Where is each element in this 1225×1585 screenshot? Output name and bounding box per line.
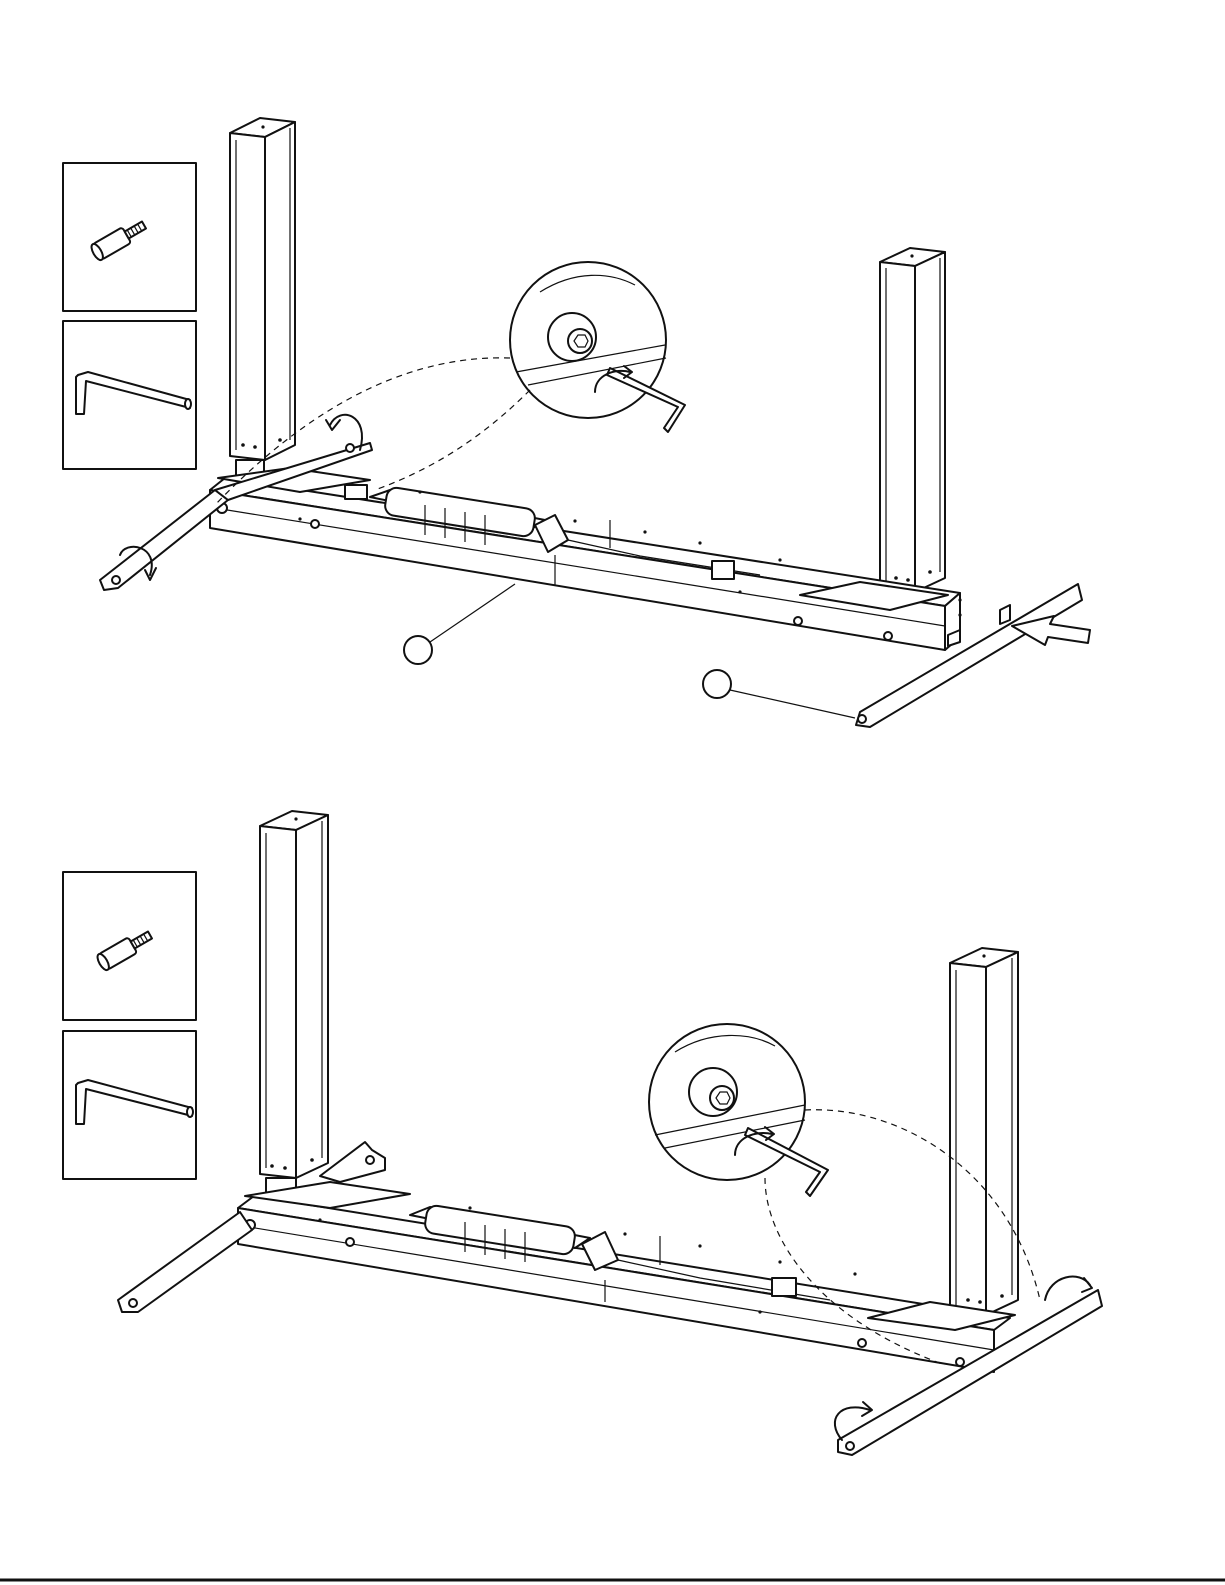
- parts-box-bolt: [63, 872, 196, 1020]
- rotate-arrow-icon: [326, 415, 362, 450]
- hex-key-icon: [607, 368, 685, 432]
- frame-crossbar: [238, 1182, 1015, 1372]
- right-leg-column: [950, 948, 1018, 1330]
- right-leg-column: [880, 248, 945, 607]
- frame-crossbar: [210, 468, 962, 650]
- parts-box-bolt: [63, 163, 196, 311]
- detail-magnifier: [510, 262, 685, 432]
- left-leg-column: [230, 118, 295, 478]
- parts-box-hex-key: [63, 321, 196, 469]
- detail-magnifier: [649, 1024, 828, 1196]
- step-top: [63, 118, 1090, 727]
- hex-key-icon: [76, 372, 191, 414]
- back-left-foot: [320, 1142, 385, 1182]
- hex-key-icon: [745, 1128, 828, 1196]
- step-bottom: [63, 811, 1102, 1455]
- screw-bolt-icon: [95, 927, 154, 972]
- hex-key-icon: [76, 1080, 193, 1124]
- parts-box-hex-key: [63, 1031, 196, 1179]
- left-leg-column: [260, 811, 328, 1193]
- callout-2: [703, 670, 855, 718]
- left-foot: [118, 1212, 252, 1312]
- callout-1: [404, 584, 515, 664]
- screw-bolt-icon: [89, 217, 148, 262]
